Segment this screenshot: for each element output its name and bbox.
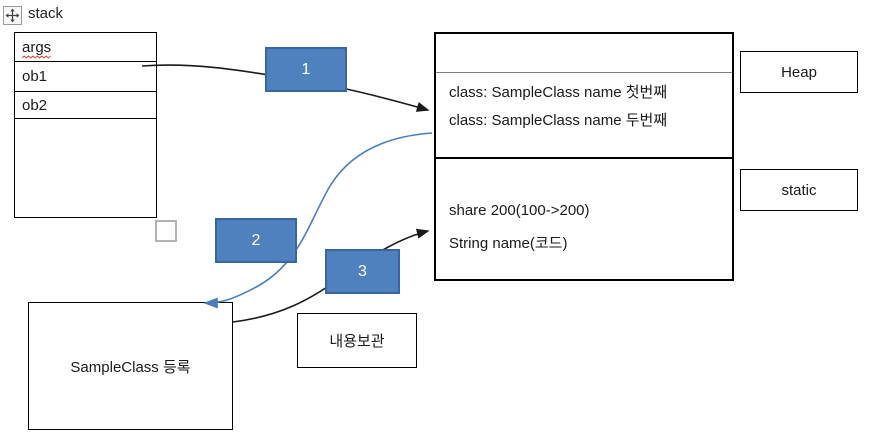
move-four-arrows-icon[interactable] (3, 6, 22, 25)
memory-divider (436, 157, 732, 159)
memory-box: class: SampleClass name 첫번째 class: Sampl… (434, 32, 734, 281)
heap-label-box: Heap (740, 51, 858, 93)
static-line-2: String name(코드) (449, 235, 568, 252)
step-badge-3[interactable]: 3 (325, 249, 400, 294)
table-row[interactable]: args (15, 33, 156, 62)
stack-title: stack (28, 5, 64, 22)
memo-box: 내용보관 (297, 313, 417, 368)
static-label-box: static (740, 169, 858, 211)
step-badge-1[interactable]: 1 (265, 47, 347, 92)
stack-empty-area[interactable] (15, 119, 156, 217)
sampleclass-register-box: SampleClass 등록 (28, 302, 233, 430)
heap-gray-connector-line (436, 72, 732, 73)
table-row[interactable]: ob2 (15, 92, 156, 119)
spellcheck-squiggle-icon (22, 54, 51, 59)
stack-cell-ob1: ob1 (22, 68, 48, 85)
heap-line-2: class: SampleClass name 두번째 (449, 112, 668, 129)
step-badge-2[interactable]: 2 (215, 218, 297, 263)
table-row[interactable]: ob1 (15, 62, 156, 92)
stack-cell-args: args (22, 38, 52, 59)
stack-cell-ob2: ob2 (22, 96, 48, 114)
heap-line-1: class: SampleClass name 첫번째 (449, 84, 668, 101)
stack-cell-args-text: args (22, 38, 52, 56)
static-line-1: share 200(100->200) (449, 202, 590, 219)
resize-handle[interactable] (155, 220, 177, 242)
stack-table: args ob1 ob2 (14, 32, 157, 218)
